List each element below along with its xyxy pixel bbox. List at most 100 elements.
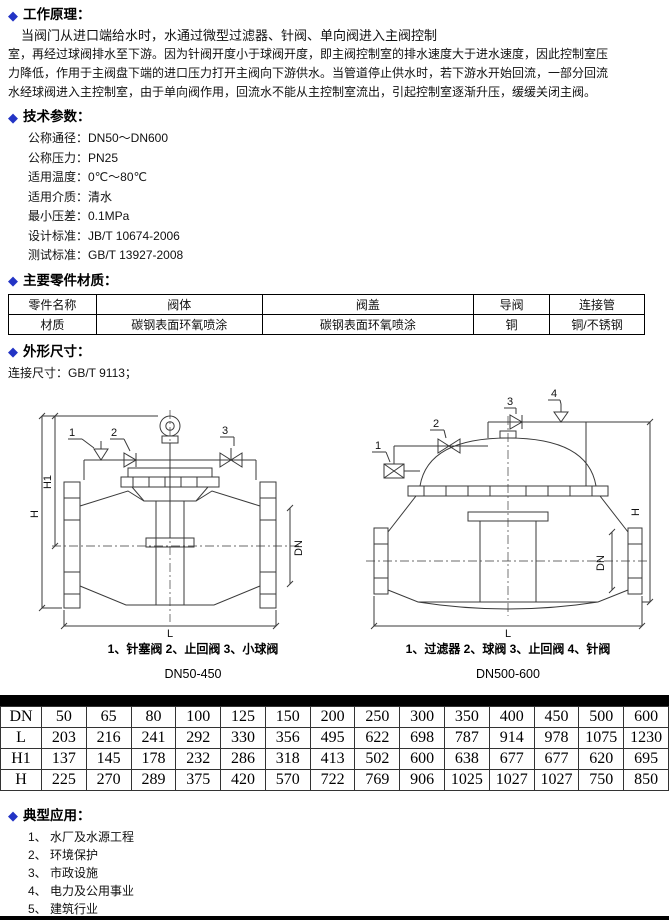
dim-label-h1: H1 xyxy=(42,474,54,488)
value-cell: 400 xyxy=(488,705,535,728)
valve-drawing-dn500-600: 1 2 3 4 DN H L xyxy=(366,388,654,638)
callout-3: 3 xyxy=(507,396,513,408)
diamond-icon: ◆ xyxy=(8,7,18,23)
figure-caption: 1、针塞阀 2、止回阀 3、小球阀 xyxy=(107,641,279,656)
value-cell: 80 xyxy=(130,705,177,728)
figure-dn500-600: 1 2 3 4 DN H L 1、过滤器 2、球阀 3、止回阀 4、针阀 DN5… xyxy=(358,386,658,681)
value-cell: 150 xyxy=(264,705,311,728)
value-cell: 1075 xyxy=(578,726,625,749)
callout-2: 2 xyxy=(111,427,117,439)
value-cell: 292 xyxy=(175,726,222,749)
value-cell: 1230 xyxy=(623,726,669,749)
value-cell: 495 xyxy=(309,726,356,749)
param-item: 公称压力：PN25 xyxy=(28,150,119,165)
paragraph-line: 当阀门从进口端给水时，水通过微型过滤器、针阀、单向阀进入主阀控制 xyxy=(21,28,438,43)
value-cell: 600 xyxy=(399,747,446,770)
value-cell: 216 xyxy=(85,726,132,749)
value-cell: 502 xyxy=(354,747,401,770)
valve-body-small xyxy=(38,409,300,629)
section-heading-params: ◆ 技术参数： xyxy=(8,108,661,126)
value-cell: 850 xyxy=(623,768,669,791)
section-title-materials: 主要零件材质： xyxy=(23,272,118,288)
dim-label-l: L xyxy=(167,628,173,638)
value-cell: 导阀 xyxy=(473,293,551,315)
diamond-icon: ◆ xyxy=(8,109,18,125)
application-item: 3、 市政设施 xyxy=(28,865,99,880)
value-cell: 碳钢表面环氧喷涂 xyxy=(95,313,263,335)
value-cell: 350 xyxy=(444,705,490,728)
value-cell: 769 xyxy=(354,768,401,791)
value-cell: 787 xyxy=(444,726,490,749)
table-top-bar xyxy=(0,694,669,706)
value-cell: 375 xyxy=(175,768,222,791)
value-cell: 570 xyxy=(264,768,311,791)
value-cell: 638 xyxy=(444,747,490,770)
section-heading-principle: ◆ 工作原理： xyxy=(8,6,661,24)
row-header-cell: 零件名称 xyxy=(8,293,97,315)
row-header-cell: H xyxy=(0,768,42,791)
figure-model-label: DN50-450 xyxy=(164,666,222,681)
value-cell: 1027 xyxy=(533,768,580,791)
value-cell: 203 xyxy=(41,726,87,749)
row-header-cell: 材质 xyxy=(8,313,97,335)
value-cell: 241 xyxy=(130,726,177,749)
value-cell: 318 xyxy=(264,747,311,770)
value-cell: 碳钢表面环氧喷涂 xyxy=(261,313,475,335)
dim-label-dn: DN xyxy=(293,540,305,556)
value-cell: 铜/不锈钢 xyxy=(549,313,645,335)
diamond-icon: ◆ xyxy=(8,273,18,288)
value-cell: 137 xyxy=(41,747,87,770)
value-cell: 698 xyxy=(399,726,446,749)
paragraph-line: 室，再经过球阀排水至下游。因为针阀开度小于球阀开度，即主阀控制室的排水速度大于进… xyxy=(8,47,609,61)
table-row: 材质碳钢表面环氧喷涂碳钢表面环氧喷涂铜铜/不锈钢 xyxy=(8,313,645,335)
value-cell: 铜 xyxy=(473,313,551,335)
value-cell: 225 xyxy=(41,768,87,791)
callout-2: 2 xyxy=(433,418,439,430)
section-title-applications: 典型应用： xyxy=(23,807,91,823)
callout-3: 3 xyxy=(222,425,228,437)
value-cell: 978 xyxy=(533,726,580,749)
value-cell: 600 xyxy=(623,705,669,728)
value-cell: 连接管 xyxy=(549,293,645,315)
dim-label-dn: DN xyxy=(595,555,607,571)
section-title-params: 技术参数： xyxy=(23,109,91,124)
value-cell: 阀体 xyxy=(95,293,263,315)
value-cell: 750 xyxy=(578,768,625,791)
value-cell: 1027 xyxy=(488,768,535,791)
value-cell: 200 xyxy=(309,705,356,728)
value-cell: 232 xyxy=(175,747,222,770)
value-cell: 阀盖 xyxy=(261,293,475,315)
value-cell: 300 xyxy=(399,705,446,728)
value-cell: 906 xyxy=(399,768,446,791)
diamond-icon: ◆ xyxy=(8,344,18,359)
value-cell: 622 xyxy=(354,726,401,749)
value-cell: 270 xyxy=(85,768,132,791)
value-cell: 722 xyxy=(309,768,356,791)
value-cell: 250 xyxy=(354,705,401,728)
section-heading-applications: ◆ 典型应用： xyxy=(8,807,661,825)
section-heading-dimensions: ◆ 外形尺寸： xyxy=(8,343,661,361)
dim-label-h: H xyxy=(630,507,642,515)
callout-1: 1 xyxy=(69,427,75,439)
paragraph-line: 力降低，作用于主阀盘下端的进口压力打开主阀向下游供水。当管道停止供水时，若下游水… xyxy=(8,66,609,80)
value-cell: 450 xyxy=(533,705,580,728)
param-item: 设计标准：JB/T 10674-2006 xyxy=(28,228,180,243)
value-cell: 286 xyxy=(220,747,266,770)
paragraph-line: 水经球阀进入主控制室，由于单向阀作用，回流水不能从主控制室流出，引起控制室逐渐升… xyxy=(8,85,597,99)
application-item: 4、 电力及公用事业 xyxy=(28,883,135,898)
diamond-icon: ◆ xyxy=(8,808,18,823)
value-cell: 420 xyxy=(220,768,266,791)
value-cell: 50 xyxy=(41,705,87,728)
section-title-principle: 工作原理： xyxy=(23,7,91,22)
dim-label-h: H xyxy=(29,509,41,517)
value-cell: 125 xyxy=(220,705,266,728)
param-item: 适用介质：清水 xyxy=(28,189,113,204)
callout-1: 1 xyxy=(375,440,381,452)
figure-caption: 1、过滤器 2、球阀 3、止回阀 4、针阀 xyxy=(405,641,611,656)
section-title-dimensions: 外形尺寸： xyxy=(23,343,91,359)
value-cell: 289 xyxy=(130,768,177,791)
materials-table: 零件名称阀体阀盖导阀连接管材质碳钢表面环氧喷涂碳钢表面环氧喷涂铜铜/不锈钢 xyxy=(8,293,645,335)
